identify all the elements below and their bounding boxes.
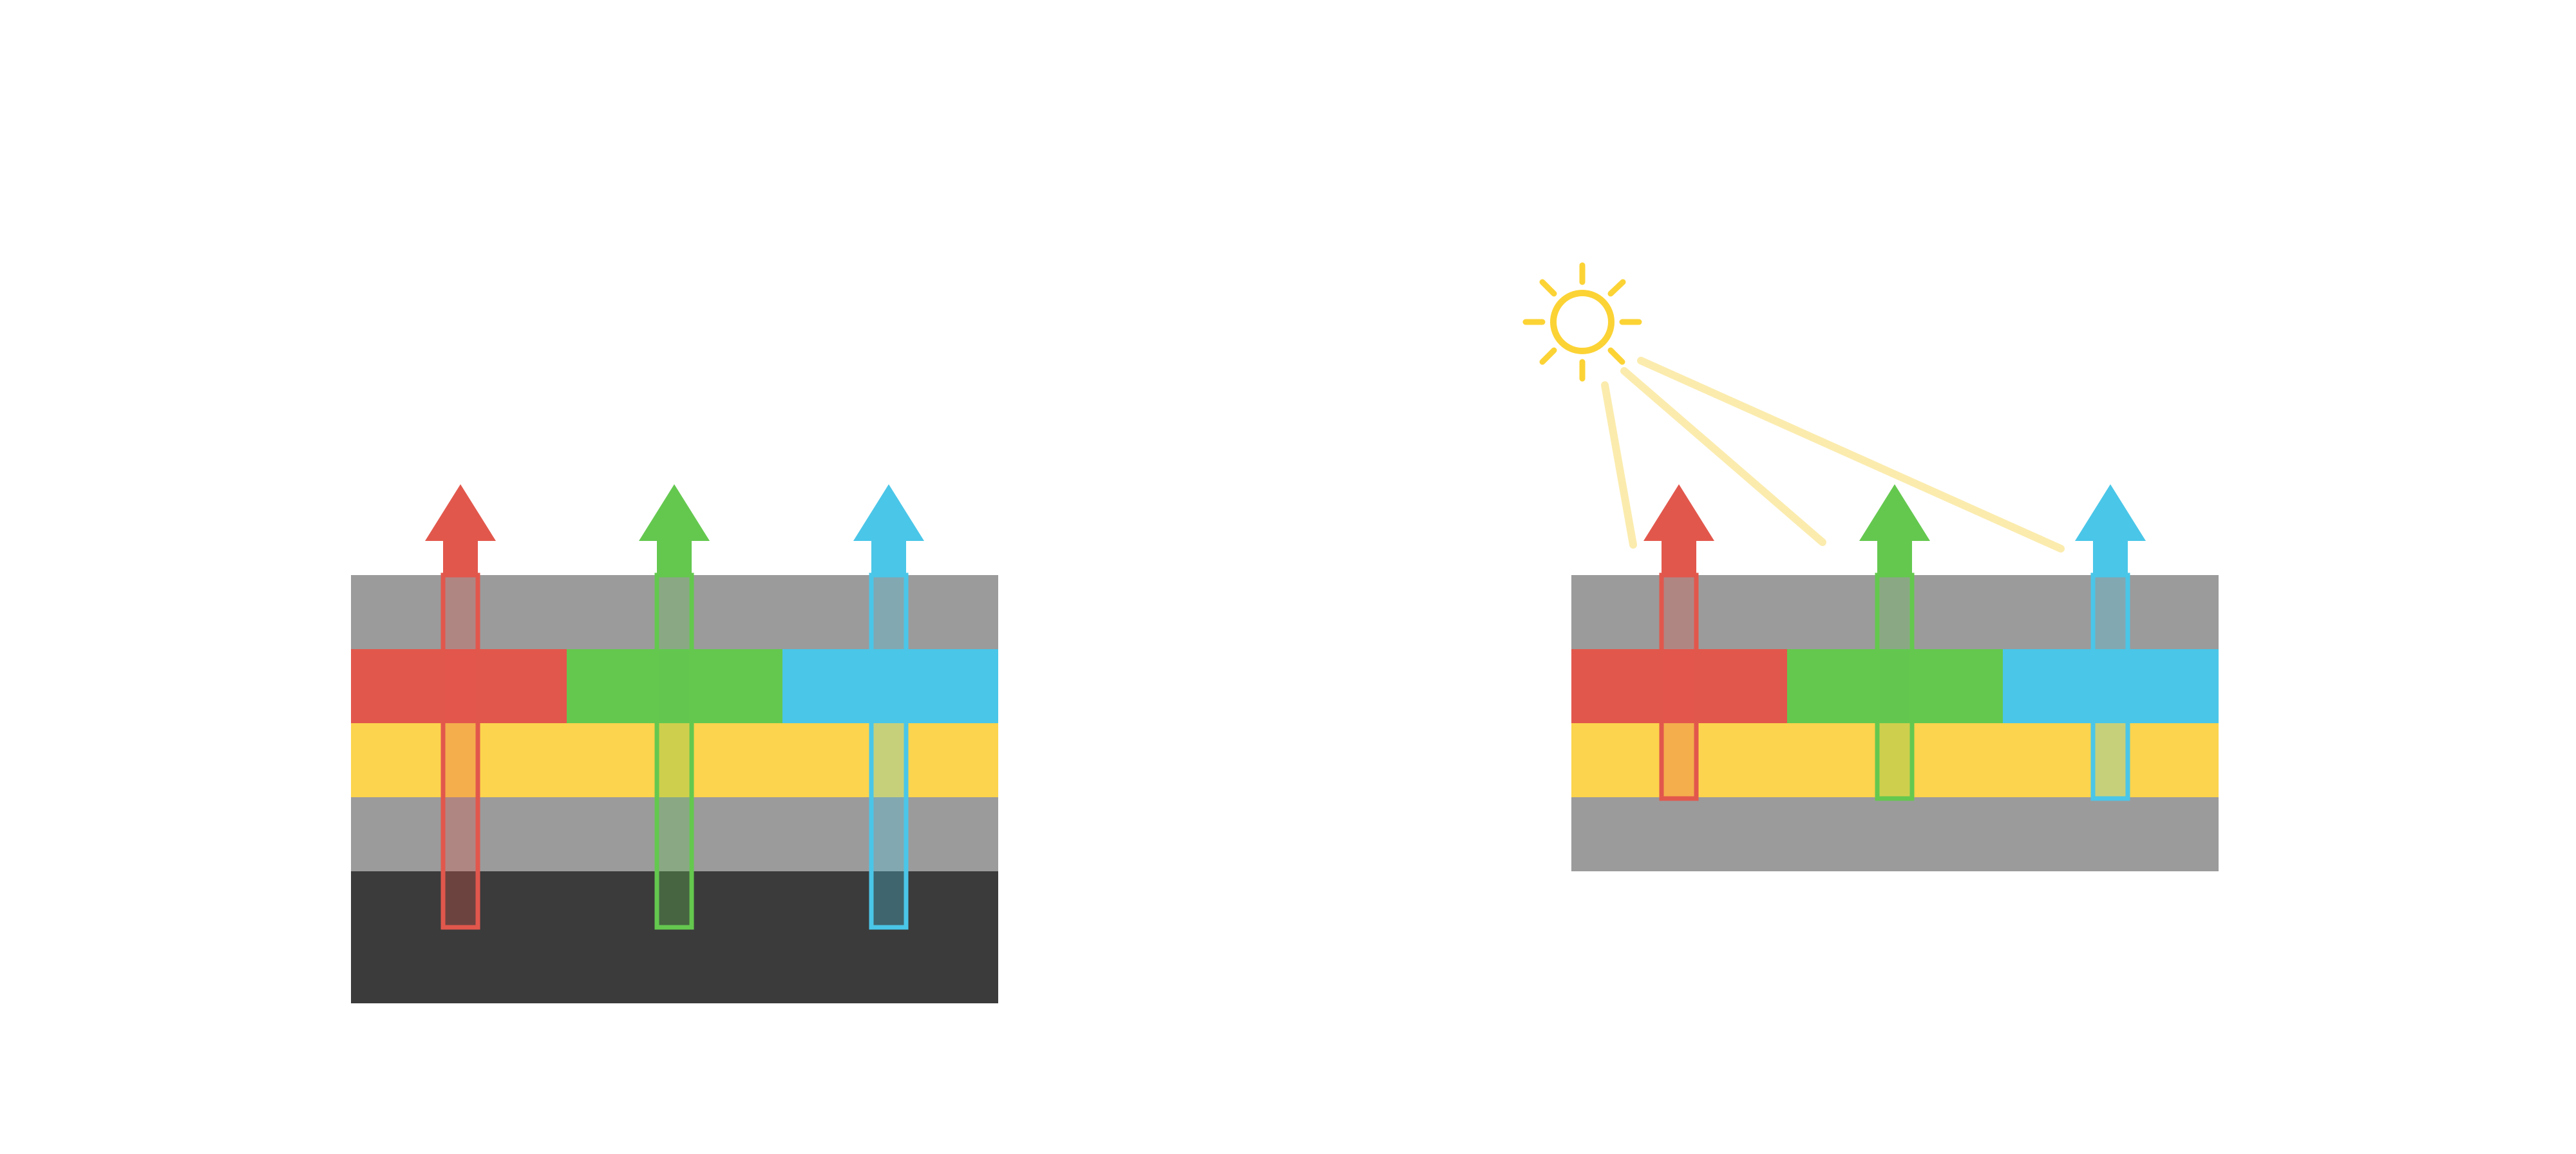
right-reflective-stack bbox=[1522, 262, 2219, 871]
left-blue-light-arrow bbox=[853, 484, 924, 930]
left-bottom-gray-layer bbox=[351, 797, 998, 871]
right-top-gray-layer bbox=[1571, 575, 2219, 649]
sun-beam-middle bbox=[1620, 367, 1826, 546]
sun-ray bbox=[1539, 279, 1557, 297]
left-green-filter-segment bbox=[567, 649, 782, 723]
left-red-arrow-shaft-inside bbox=[440, 572, 480, 930]
left-red-arrow-head bbox=[425, 484, 496, 541]
right-green-arrow-shaft-top bbox=[1877, 540, 1912, 577]
left-yellow-layer bbox=[351, 723, 998, 797]
left-blue-arrow-shaft-inside bbox=[869, 572, 909, 930]
left-green-light-arrow bbox=[639, 484, 710, 930]
sun-ray bbox=[1539, 347, 1557, 365]
left-red-arrow-shaft-top bbox=[443, 540, 478, 577]
left-blue-arrow-head bbox=[853, 484, 924, 541]
left-backlit-stack bbox=[351, 484, 998, 1003]
left-green-arrow-shaft-inside bbox=[654, 572, 694, 930]
right-red-light-arrow bbox=[1643, 484, 1714, 801]
right-red-arrow-shaft-inside bbox=[1659, 572, 1699, 801]
sun-disc bbox=[1550, 290, 1615, 354]
right-red-arrow-head bbox=[1643, 484, 1714, 541]
right-blue-arrow-shaft-inside bbox=[2090, 572, 2130, 801]
sun-beam-left bbox=[1601, 381, 1637, 549]
left-red-filter-segment bbox=[351, 649, 567, 723]
sun-ray bbox=[1607, 347, 1625, 365]
right-red-filter-segment bbox=[1571, 649, 1787, 723]
sun-rays bbox=[1522, 262, 1642, 382]
sun-beams bbox=[1601, 357, 2065, 553]
left-red-light-arrow bbox=[425, 484, 496, 930]
right-green-light-arrow bbox=[1859, 484, 1930, 801]
right-bottom-gray-layer bbox=[1571, 797, 2219, 871]
right-green-arrow-head bbox=[1859, 484, 1930, 541]
left-blue-arrow-shaft-top bbox=[871, 540, 906, 577]
left-green-arrow-shaft-top bbox=[657, 540, 692, 577]
right-blue-filter-segment bbox=[2003, 649, 2219, 723]
sun-beam-right bbox=[1637, 357, 2065, 553]
left-blue-filter-segment bbox=[782, 649, 998, 723]
right-green-filter-segment bbox=[1787, 649, 2003, 723]
right-blue-arrow-head bbox=[2075, 484, 2146, 541]
right-blue-light-arrow bbox=[2075, 484, 2146, 801]
right-green-arrow-shaft-inside bbox=[1875, 572, 1915, 801]
sun-icon bbox=[1522, 262, 1642, 382]
sun-ray bbox=[1607, 279, 1626, 297]
right-red-arrow-shaft-top bbox=[1662, 540, 1696, 577]
left-top-gray-layer bbox=[351, 575, 998, 649]
left-backlight-layer bbox=[351, 871, 998, 1003]
left-green-arrow-head bbox=[639, 484, 710, 541]
right-yellow-layer bbox=[1571, 723, 2219, 797]
right-blue-arrow-shaft-top bbox=[2093, 540, 2128, 577]
